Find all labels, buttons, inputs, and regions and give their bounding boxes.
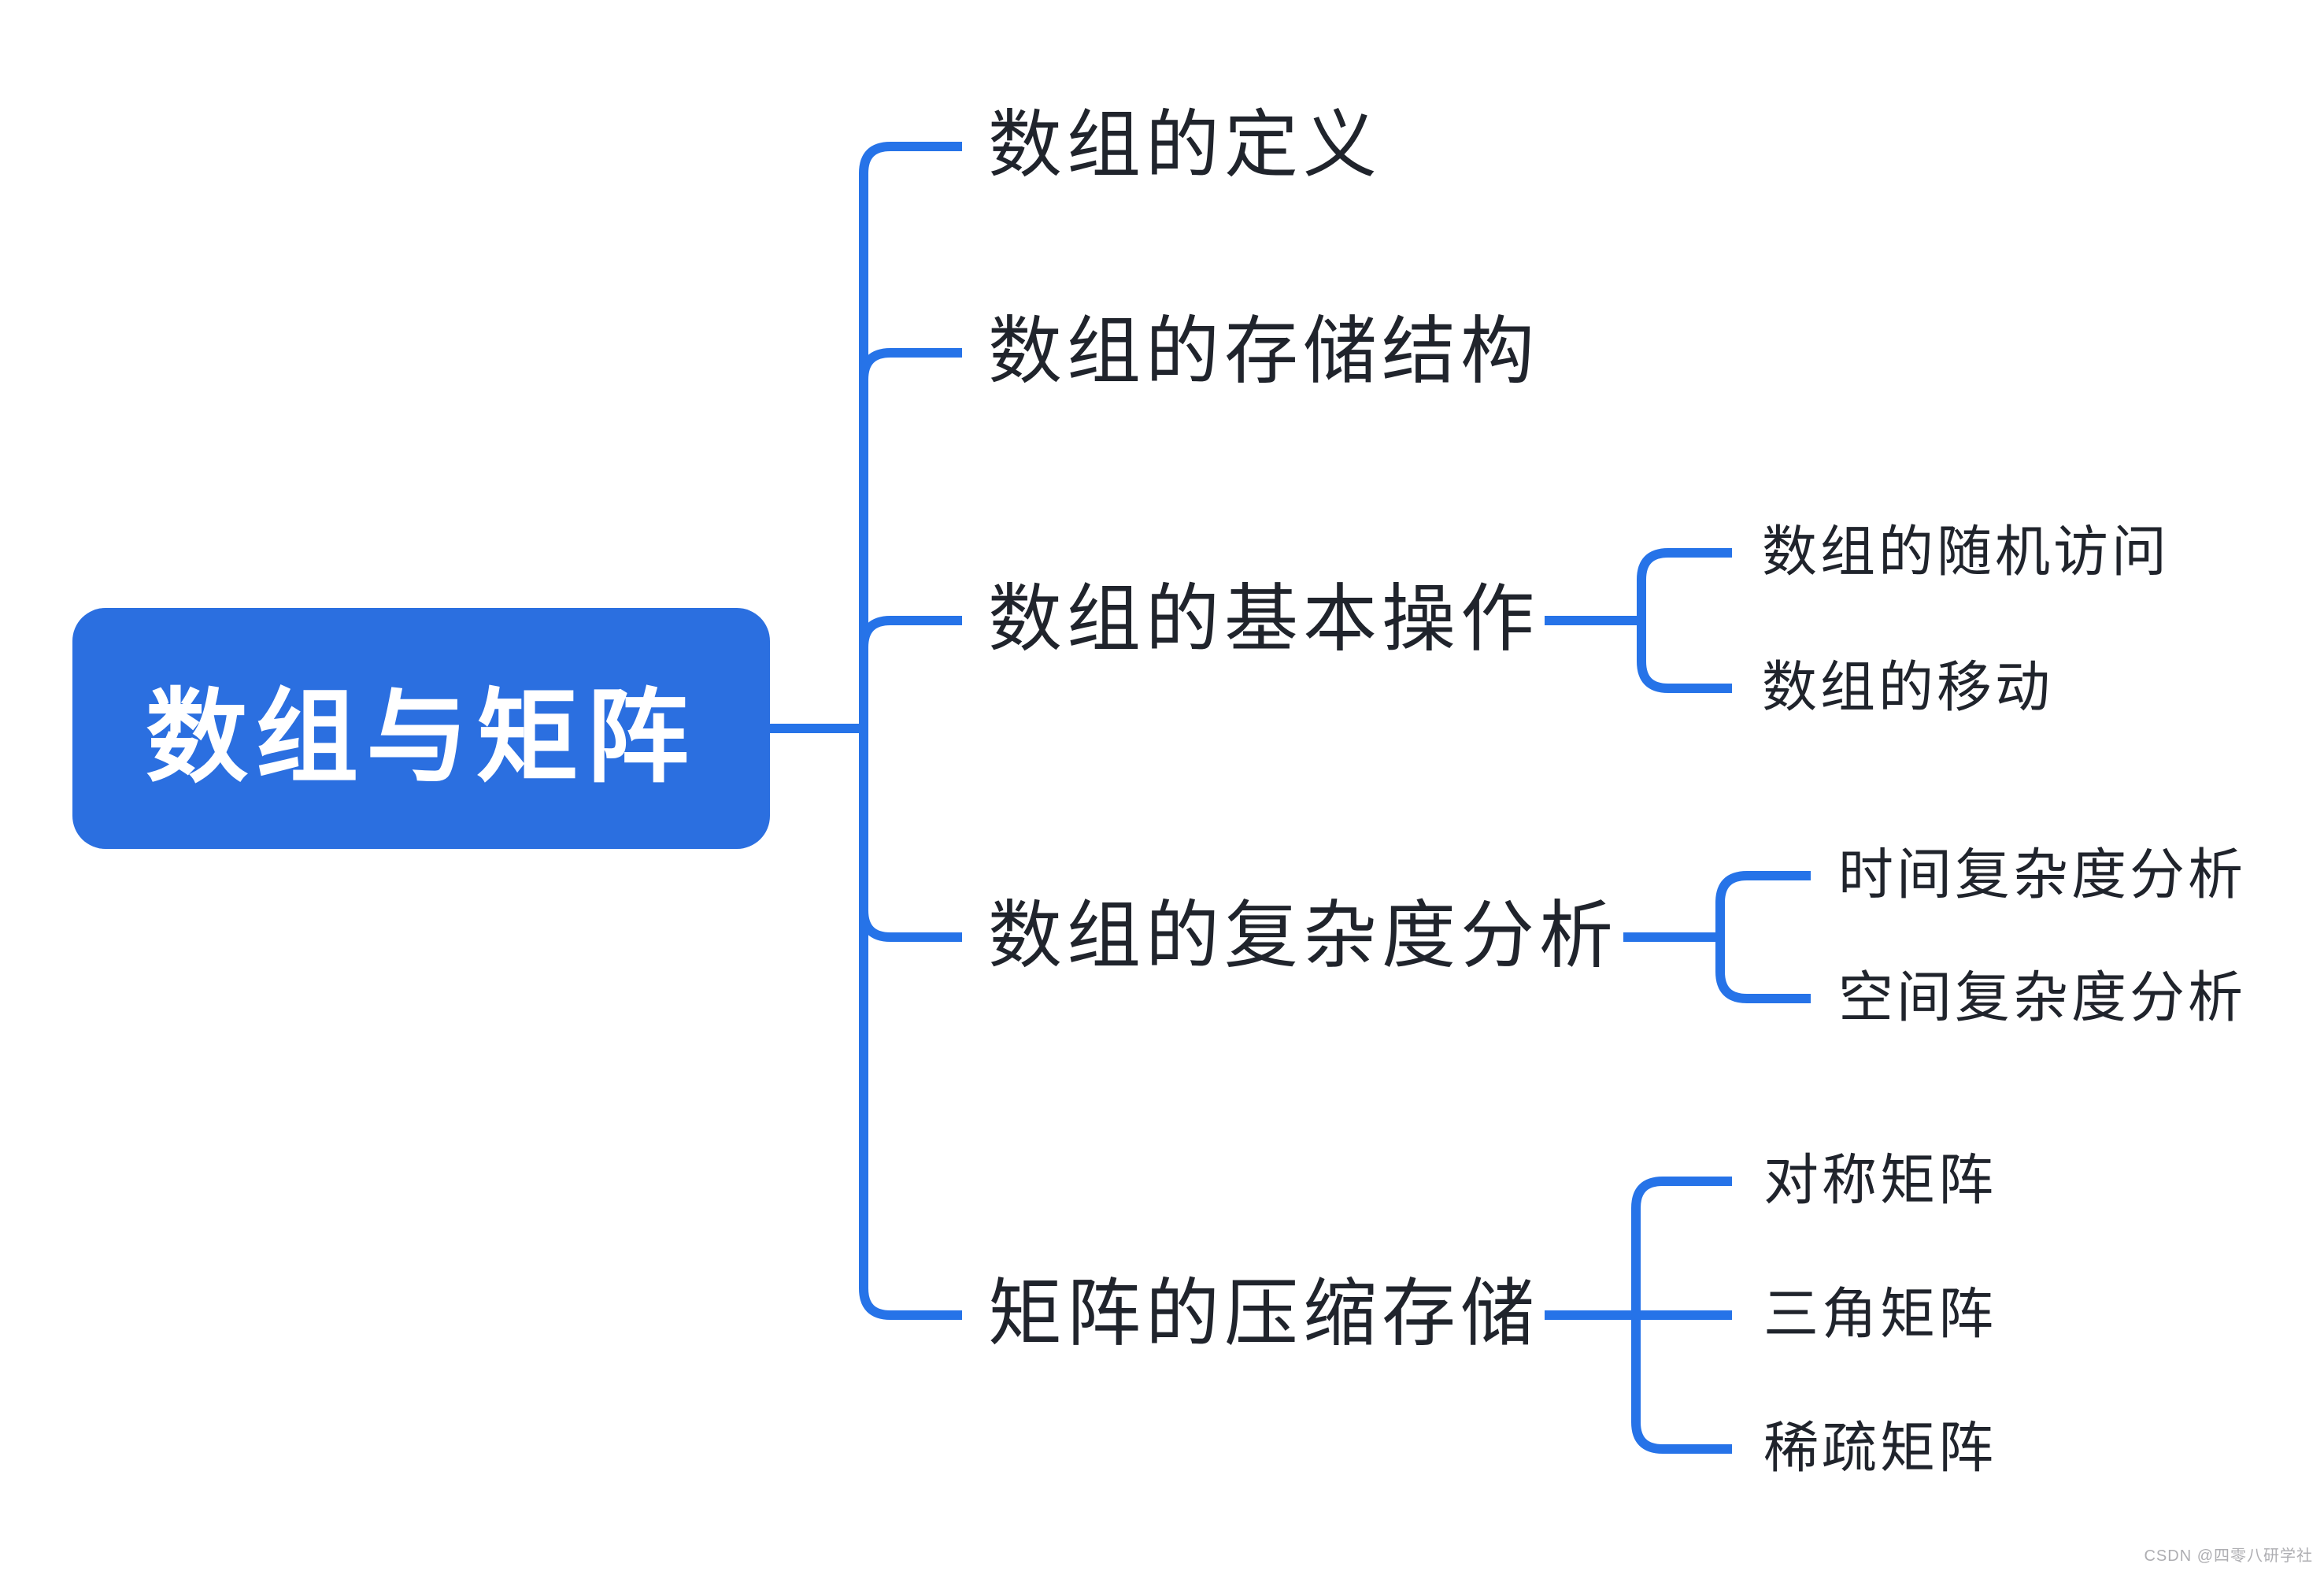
- child-triangular-matrix: 三角矩阵: [1763, 1283, 1996, 1345]
- child-symmetric-matrix: 对称矩阵: [1763, 1149, 1996, 1211]
- branch-array-basic-operations: 数组的基本操作: [988, 577, 1540, 661]
- branch-array-storage-structure: 数组的存储结构: [988, 309, 1540, 393]
- child-sparse-matrix: 稀疏矩阵: [1763, 1417, 1996, 1479]
- branch-matrix-compressed-storage: 矩阵的压缩存储: [988, 1272, 1540, 1355]
- child-array-random-access: 数组的随机访问: [1762, 521, 2170, 583]
- watermark: CSDN @四零八研学社: [2144, 1547, 2313, 1565]
- child-array-move: 数组的移动: [1762, 656, 2053, 718]
- connector-child-array-move: [1637, 621, 1732, 693]
- connector-child-space-complexity: [1715, 937, 1811, 1003]
- connector-branch-definition: [859, 142, 962, 728]
- connector-child-sparse: [1631, 1315, 1732, 1454]
- branch-array-complexity-analysis: 数组的复杂度分析: [988, 894, 1619, 977]
- connector-branch-complexity: [859, 728, 962, 942]
- root-label: 数组与矩阵: [145, 680, 697, 795]
- root-node: 数组与矩阵: [72, 608, 770, 849]
- connector-child-time-complexity: [1715, 871, 1811, 937]
- connector-branch-basic-ops: [859, 616, 962, 728]
- child-space-complexity-analysis: 空间复杂度分析: [1838, 966, 2246, 1028]
- connector-branch-compressed: [859, 728, 962, 1320]
- child-time-complexity-analysis: 时间复杂度分析: [1838, 843, 2246, 906]
- connector-branch-storage: [859, 348, 962, 728]
- branch-array-definition: 数组的定义: [988, 103, 1382, 187]
- connector-child-random-access: [1637, 548, 1732, 621]
- connector-child-symmetric: [1631, 1177, 1732, 1315]
